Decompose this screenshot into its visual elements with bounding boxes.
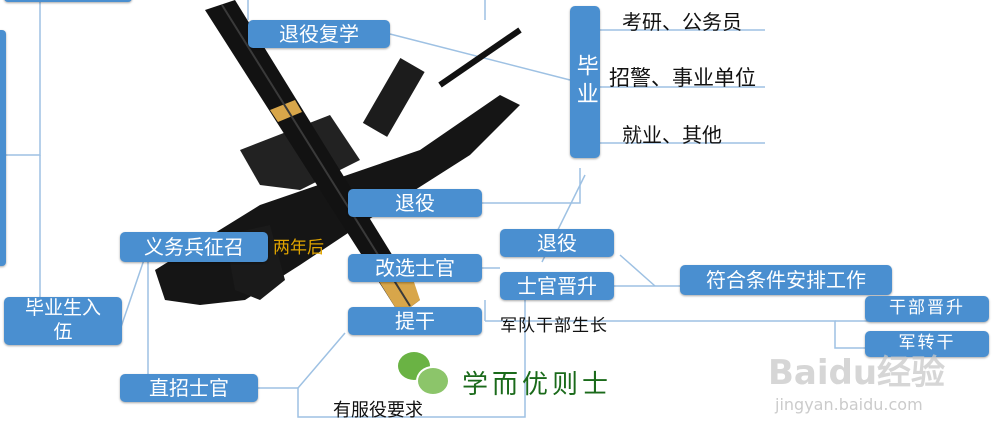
- node-tuiyi-fuxue[interactable]: 退役复学: [248, 20, 390, 48]
- node-biyesheng[interactable]: 毕业生入伍: [4, 297, 122, 345]
- label-youfuyi: 有服役要求: [333, 400, 423, 421]
- logo-text: 学而优则士: [462, 370, 613, 400]
- node-biye[interactable]: 毕业: [570, 6, 600, 158]
- node-yiwubing[interactable]: 义务兵征召: [120, 232, 268, 262]
- label-jundui: 军队干部生长: [500, 316, 608, 336]
- node-shiguan-jinsheng[interactable]: 士官晋升: [500, 272, 614, 300]
- label-zhaojing: 招警、事业单位: [609, 66, 756, 90]
- node-fuhe[interactable]: 符合条件安排工作: [680, 265, 892, 295]
- wechat-logo-icon: [398, 352, 450, 396]
- watermark-brand: Baidu经验: [768, 353, 946, 393]
- node-tuiyi-mid[interactable]: 退役: [500, 229, 614, 257]
- node-gaixuan[interactable]: 改选士官: [348, 254, 482, 282]
- watermark-url: jingyan.baidu.com: [775, 395, 923, 414]
- node-biyesheng-label: 毕业生入伍: [25, 297, 102, 343]
- label-jiuye: 就业、其他: [622, 123, 722, 147]
- label-kaoyan: 考研、公务员: [622, 10, 742, 34]
- node-tuiyi-top[interactable]: 退役: [348, 189, 482, 217]
- label-liangnian: 两年后: [273, 238, 324, 258]
- node-junzhuangan[interactable]: 军转干: [865, 331, 989, 357]
- node-top-edge: [4, 0, 132, 2]
- node-tigan[interactable]: 提干: [348, 307, 482, 335]
- node-ganbu-jinsheng[interactable]: 干部晋升: [865, 296, 989, 322]
- node-left-edge: [0, 30, 6, 266]
- node-zhizhao[interactable]: 直招士官: [120, 374, 258, 402]
